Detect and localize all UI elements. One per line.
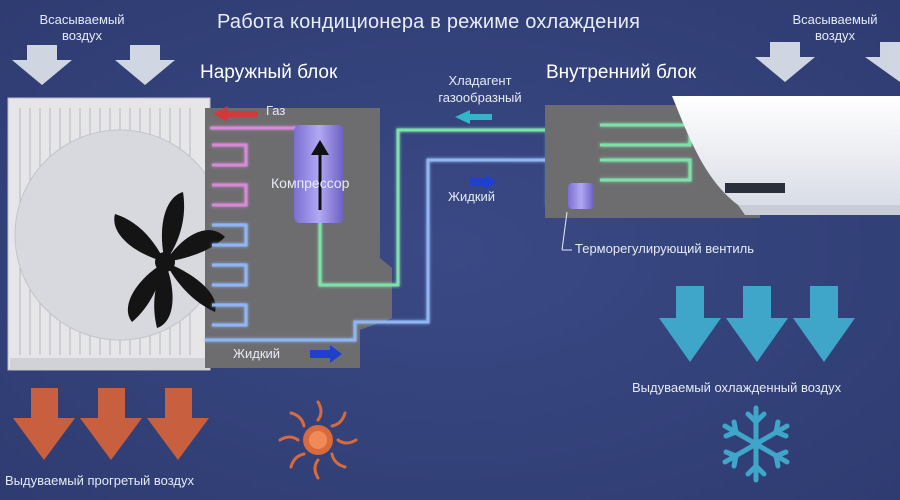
outdoor-unit xyxy=(7,97,226,371)
snowflake-icon xyxy=(722,405,790,483)
indoor-heading: Внутренний блок xyxy=(546,62,697,83)
hot-coil xyxy=(212,143,248,207)
indoor-intake-arrows xyxy=(755,42,900,82)
gas-flow-arrow xyxy=(213,106,258,122)
expansion-valve xyxy=(568,183,594,209)
sun-icon xyxy=(278,400,358,480)
outdoor-heading: Наружный блок xyxy=(200,62,338,83)
outdoor-intake-arrows xyxy=(12,45,175,85)
outdoor-cutaway xyxy=(205,108,392,368)
compressor xyxy=(294,125,344,223)
liquid-flow-arrow xyxy=(310,345,342,363)
indoor-intake-label: Всасываемый воздух xyxy=(792,12,878,43)
refrigerant-liquid-label: Жидкий xyxy=(448,189,496,204)
refrigerant-gas-label: Хладагент газообразный xyxy=(438,73,522,105)
cool-coil-outdoor xyxy=(212,223,248,327)
indoor-exhaust-label: Выдуваемый охлажденный воздух xyxy=(632,380,842,395)
compressor-label: Компрессор xyxy=(271,175,350,191)
diagram-title: Работа кондиционера в режиме охлаждения xyxy=(217,11,641,33)
cool-exhaust-arrows xyxy=(659,286,855,362)
outdoor-intake-label: Всасываемый воздух xyxy=(39,12,125,43)
valve-label: Терморегулирующий вентиль xyxy=(575,241,755,256)
outdoor-exhaust-label: Выдуваемый прогретый воздух xyxy=(5,473,195,488)
fan xyxy=(114,192,225,328)
hot-exhaust-arrows xyxy=(13,388,209,460)
outdoor-gas-label: Газ xyxy=(266,103,286,118)
refrigerant-gas-arrow xyxy=(455,110,492,124)
valve-leader xyxy=(561,211,568,251)
refrigerant-liquid-arrow xyxy=(470,174,497,190)
indoor-unit xyxy=(672,96,900,215)
outdoor-liquid-label: Жидкий xyxy=(233,346,281,361)
